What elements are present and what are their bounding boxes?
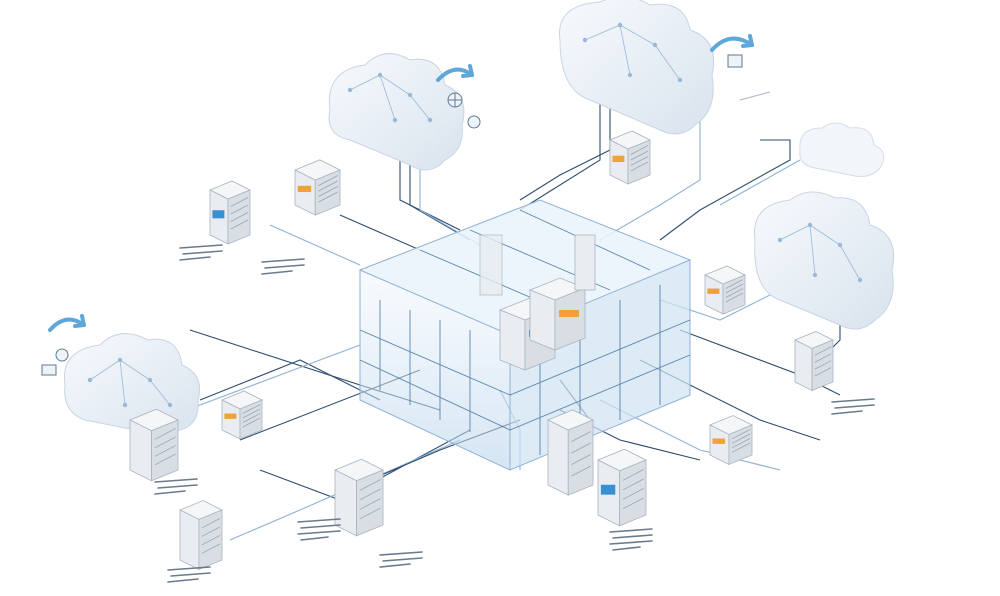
caption-scribble xyxy=(831,398,875,415)
server-rack-icon xyxy=(209,180,251,245)
server-rack-icon xyxy=(179,500,223,571)
cloud-icon xyxy=(63,333,201,436)
caption-scribble xyxy=(609,528,653,551)
caption-scribble xyxy=(261,258,305,275)
server-rack-icon xyxy=(597,448,647,527)
server-rack-icon xyxy=(794,331,834,392)
server-rack-icon xyxy=(294,159,341,216)
caption-scribble xyxy=(379,551,423,568)
server-rack-icon xyxy=(528,277,587,351)
caption-scribble xyxy=(154,478,198,495)
caption-scribble xyxy=(297,518,341,541)
cloud-icon xyxy=(328,53,465,171)
server-rack-icon xyxy=(609,130,651,185)
server-rack-icon xyxy=(221,390,263,440)
cloud-icon xyxy=(799,122,885,177)
sync-arrows-icon xyxy=(48,314,86,332)
caption-scribble xyxy=(179,244,223,261)
caption-scribble xyxy=(167,566,211,583)
globe-icon xyxy=(447,92,481,129)
globe-icon xyxy=(727,54,771,101)
sync-arrows-icon xyxy=(710,34,754,52)
cloud-icon xyxy=(559,0,715,135)
globe-icon xyxy=(41,348,69,376)
server-rack-icon xyxy=(479,234,596,296)
cloud-icon xyxy=(753,191,895,330)
server-rack-icon xyxy=(129,408,179,482)
sync-arrows-icon xyxy=(436,64,474,82)
server-rack-icon xyxy=(547,409,594,496)
glass-datacenter xyxy=(358,199,692,471)
server-rack-icon xyxy=(709,415,753,466)
server-rack-icon xyxy=(334,458,384,537)
server-rack-icon xyxy=(704,265,746,315)
